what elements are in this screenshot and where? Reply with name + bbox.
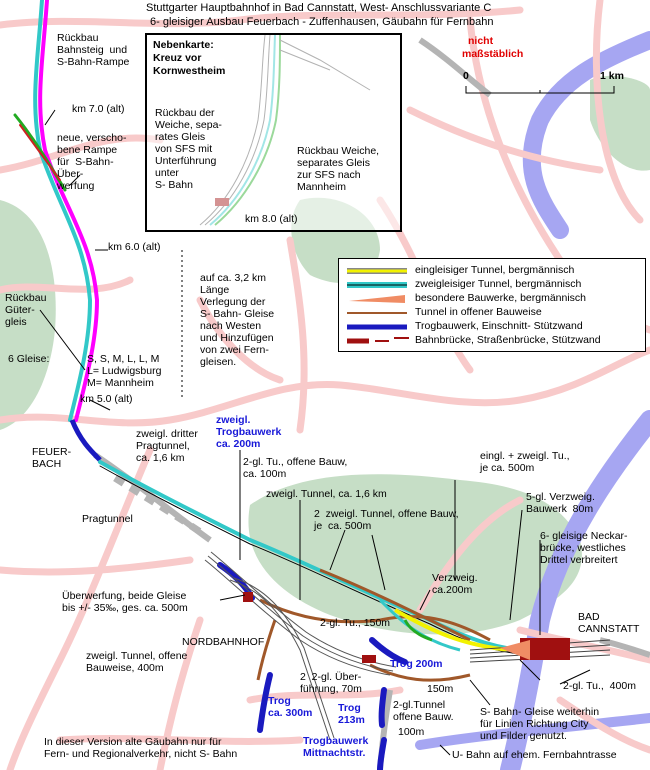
- label-ubahn: U- Bahn auf ehem. Fernbahntrasse: [452, 749, 617, 761]
- inset-title-line1: Nebenkarte:: [153, 39, 214, 51]
- scale-zero: 0: [463, 70, 469, 82]
- label-rueckbau-gueter: Rückbau Güter- gleis: [5, 292, 47, 328]
- map-title-line2: 6- gleisiger Ausbau Feuerbach - Zuffenha…: [150, 16, 494, 28]
- inset-title-line2: Kreuz vor: [153, 52, 202, 64]
- label-100m: 100m: [398, 726, 425, 738]
- label-offene-bauw-100: 2-gl. Tu., offene Bauw, ca. 100m: [243, 456, 348, 480]
- legend-row-offene-bauweise: Tunnel in offener Bauweise: [415, 306, 542, 318]
- legend-row-zweigleisig: zweigleisiger Tunnel, bergmännisch: [415, 278, 582, 290]
- label-ueberfuehrung: 2 2-gl. Über- führung, 70m: [300, 671, 362, 695]
- label-trogbauwerk: zweigl. Trogbauwerk ca. 200m: [216, 414, 282, 450]
- corridor-north: [13, 0, 100, 422]
- label-gl-tunnel-offene: 2-gl.Tunnel offene Bauw.: [393, 699, 454, 723]
- label-sechs-gleise: 6 Gleise:: [8, 353, 50, 365]
- label-alte-gaeubahn: In dieser Version alte Gäubahn nur für F…: [44, 736, 238, 760]
- label-rueckbau-bahnsteig: Rückbau Bahnsteig und S-Bahn-Rampe: [57, 32, 130, 68]
- river-neckar: [415, 31, 650, 770]
- scale-note-line1: nicht: [468, 35, 494, 47]
- legend-row-trogbauwerk: Trogbauwerk, Einschnitt- Stützwand: [415, 320, 583, 332]
- label-gl-400: 2-gl. Tu., 400m: [563, 680, 636, 692]
- legend-row-bruecke: Bahnbrücke, Straßenbrücke, Stützwand: [415, 334, 601, 346]
- pointer-lines: [39, 109, 591, 756]
- label-sbahn-gleise: S- Bahn- Gleise weiterhin für Linien Ric…: [480, 706, 600, 742]
- inset-left-note: Rückbau der Weiche, sepa- rates Gleis vo…: [155, 107, 222, 191]
- legend-symbols: [347, 268, 409, 344]
- open-tunnels: [256, 568, 491, 682]
- label-eingl-zweigl: eingl. + zweigl. Tu., je ca. 500m: [480, 450, 570, 474]
- label-ueberwerfung: Überwerfung, beide Gleise bis +/- 35‰, g…: [62, 590, 188, 614]
- label-gleise-code: S, S, M, L, L, M L= Ludwigsburg M= Mannh…: [87, 353, 162, 389]
- rail-dash-pragtunnel: [113, 475, 207, 538]
- trog-feuerbach: [69, 419, 102, 462]
- label-zwei-zweigl-tunnel: 2 zweigl. Tunnel, offene Bauw, je ca. 50…: [314, 508, 459, 532]
- inset-map-kornwestheim: Nebenkarte: Kreuz vor Kornwestheim Rückb…: [145, 33, 402, 232]
- map-title-line1: Stuttgarter Hauptbahnhof in Bad Cannstat…: [146, 2, 492, 14]
- label-zweigl-offene-400: zweigl. Tunnel, offene Bauweise, 400m: [86, 650, 188, 674]
- label-dritter-pragtunnel: zweigl. dritter Pragtunnel, ca. 1,6 km: [136, 428, 198, 464]
- label-verzweig-bauwerk: 5-gl. Verzweig. Bauwerk 80m: [526, 491, 595, 515]
- label-bad-cannstatt: BAD CANNSTATT: [578, 611, 640, 635]
- scale-bar: [465, 86, 615, 94]
- inset-title-line3: Kornwestheim: [153, 65, 226, 77]
- label-verlegung: auf ca. 3,2 km Länge Verlegung der S- Ba…: [200, 272, 275, 368]
- branch-curves: [378, 598, 461, 652]
- label-nordbahnhof: NORDBAHNHOF: [182, 636, 265, 648]
- label-zweigl-tunnel-16: zweigl. Tunnel, ca. 1,6 km: [266, 488, 387, 500]
- label-trog-300: Trog ca. 300m: [268, 695, 313, 719]
- label-verzweig-200: Verzweig. ca.200m: [432, 572, 478, 596]
- label-trog-200: Trog 200m: [390, 658, 443, 670]
- label-km-5: km 5.0 (alt): [80, 393, 133, 405]
- scale-one-km: 1 km: [600, 70, 624, 82]
- label-trog-mittnacht: Trogbauwerk Mittnachtstr.: [303, 735, 369, 759]
- legend-row-bauwerke: besondere Bauwerke, bergmännisch: [415, 292, 587, 304]
- legend-row-eingleisig: eingleisiger Tunnel, bergmännisch: [415, 264, 575, 276]
- label-neckarbruecke: 6- gleisige Neckar- brücke, westliches D…: [540, 530, 628, 566]
- label-feuerbach: FEUER- BACH: [32, 446, 72, 470]
- inset-km-label: km 8.0 (alt): [245, 213, 298, 225]
- label-neue-rampe: neue, verscho- bene Rampe für S-Bahn- Üb…: [57, 132, 127, 192]
- scale-note-line2: maßstäblich: [462, 48, 524, 60]
- label-km-6: km 6.0 (alt): [108, 241, 161, 253]
- label-trog-213: Trog 213m: [338, 702, 365, 726]
- label-gl-150: 2-gl. Tu., 150m: [320, 617, 391, 629]
- neckar-bridge: [243, 592, 570, 663]
- map-legend: eingleisiger Tunnel, bergmännisch zweigl…: [338, 258, 646, 352]
- label-km-7: km 7.0 (alt): [72, 103, 125, 115]
- label-pragtunnel: Pragtunnel: [82, 513, 133, 525]
- label-150m: 150m: [427, 683, 454, 695]
- inset-right-note: Rückbau Weiche, separates Gleis zur SFS …: [297, 145, 380, 193]
